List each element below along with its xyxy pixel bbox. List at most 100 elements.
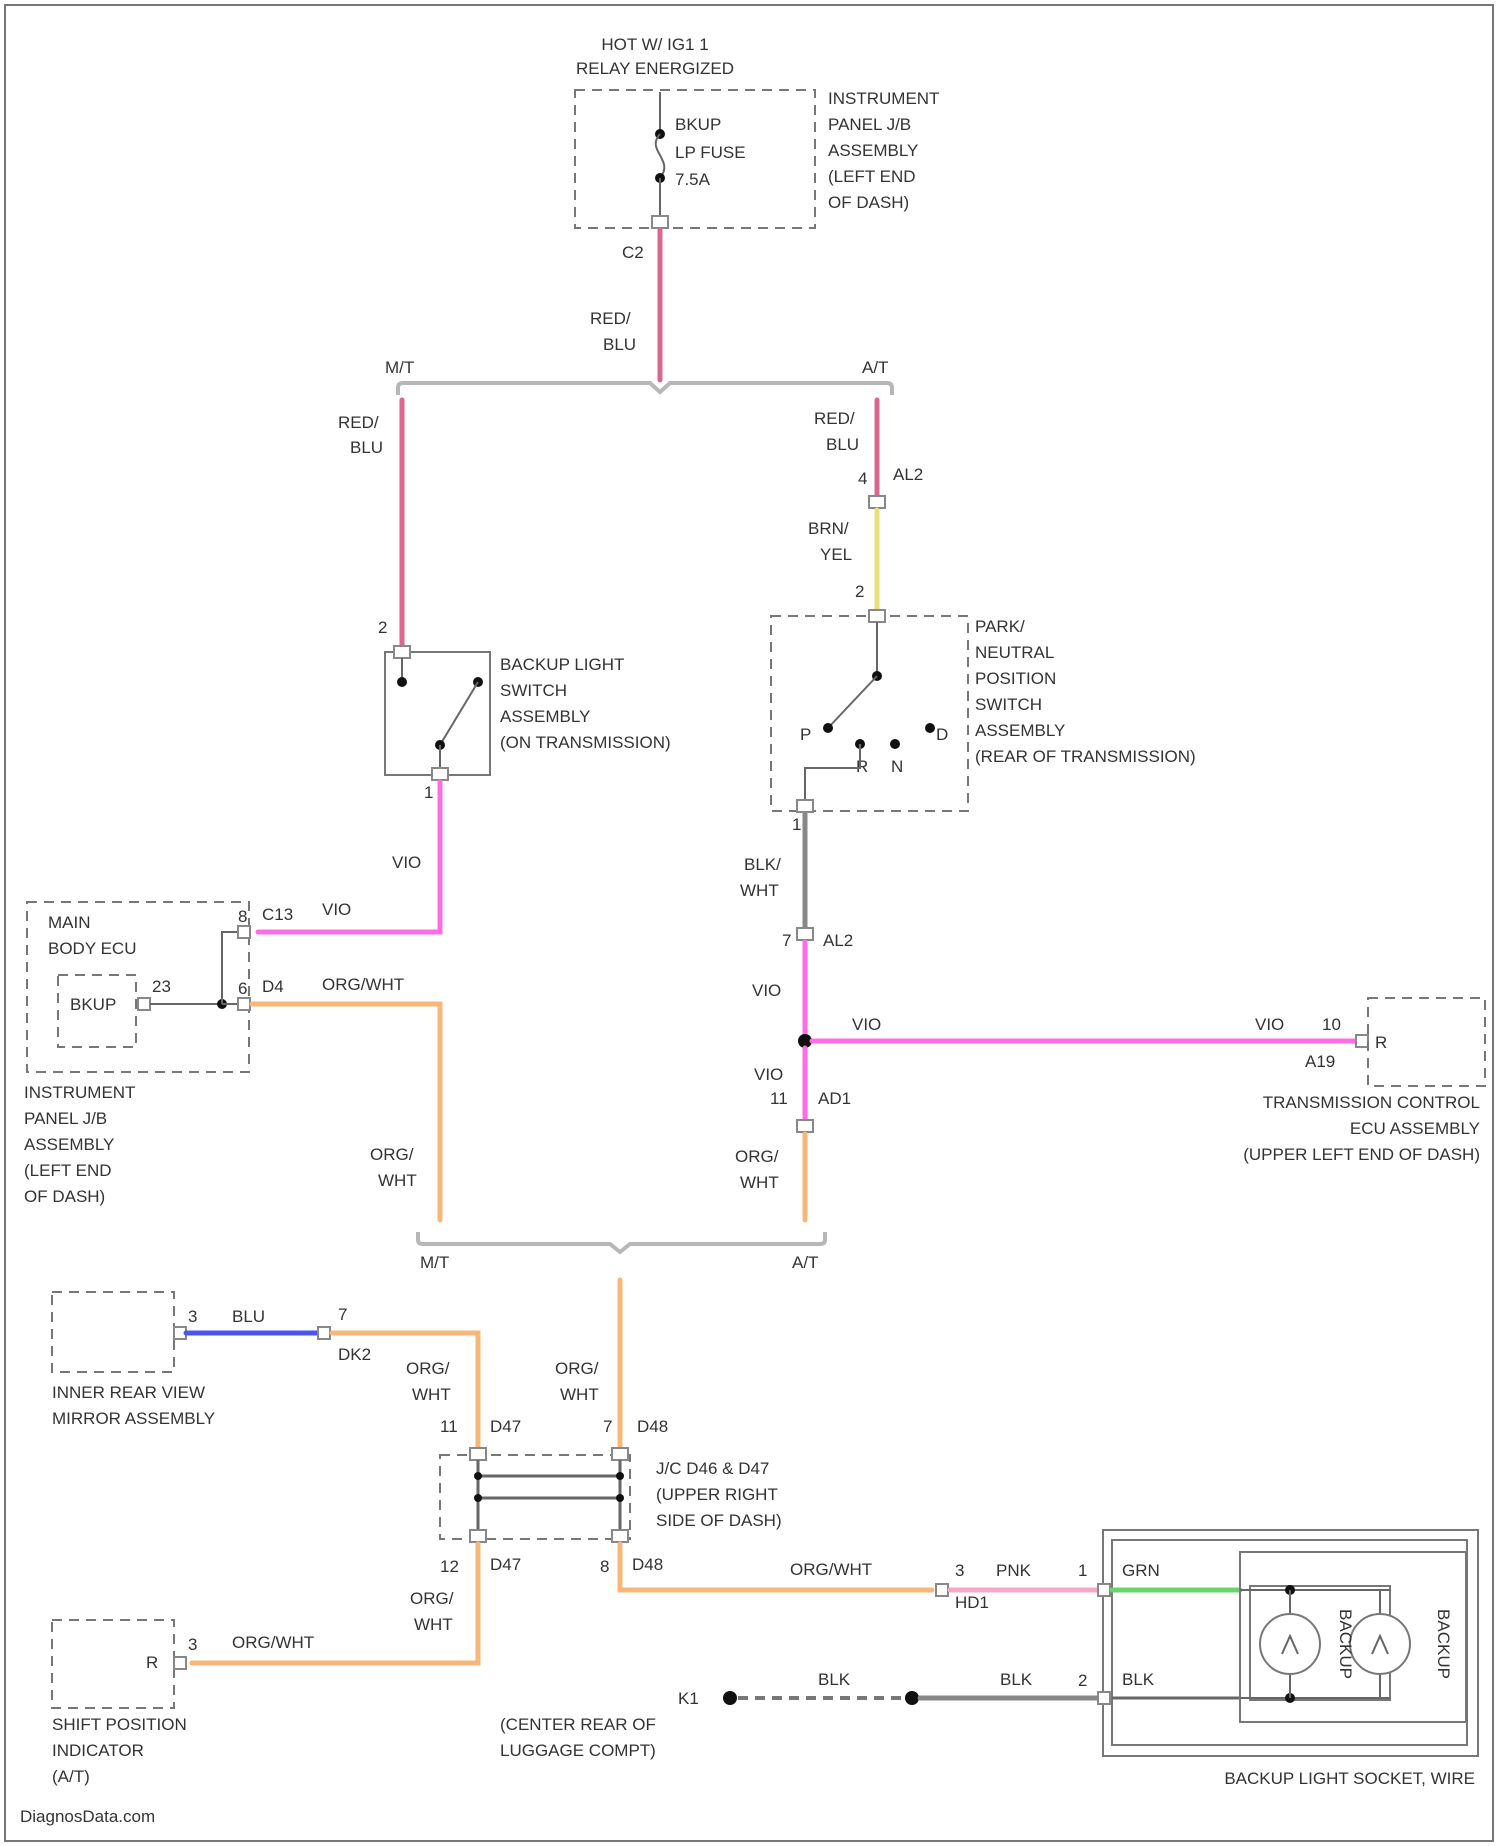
ad1-pin-number: 11 [770,1089,788,1108]
shift-label-line3: (A/T) [52,1767,90,1786]
wire-label-vio-c13: VIO [322,900,351,919]
jc-pin-d47-bottom [470,1530,486,1542]
top-jb-label-line1: INSTRUMENT [828,89,939,108]
jc-pin-d46-bottom [612,1530,628,1542]
d4-label-pin: 6 [238,979,247,998]
wire-label-wht: WHT [740,881,779,900]
backup-switch-contact-a [397,677,407,687]
backup-switch-label-line1: BACKUP LIGHT [500,655,624,674]
lamp1-label: BACKUP [1336,1609,1355,1679]
jc-node-2 [616,1472,624,1480]
pnp-contact-n [890,739,900,749]
wire-label-mt-blu: BLU [350,438,383,457]
tcu-label-line2: ECU ASSEMBLY [1350,1119,1480,1138]
c13-connector [238,926,250,938]
c2-connector-pin [652,216,668,228]
jc-label-line2: (UPPER RIGHT [656,1485,778,1504]
bkup-pin-23 [138,998,150,1010]
mirror-label-line2: MIRROR ASSEMBLY [52,1409,215,1428]
socket-label: BACKUP LIGHT SOCKET, WIRE [1224,1769,1475,1788]
bus-bottom-mt-label: M/T [420,1253,449,1272]
body-jb-label-line4: (LEFT END [24,1161,112,1180]
pnp-pos-d: D [936,725,948,744]
ground-label-line2: LUGGAGE COMPT) [500,1741,656,1760]
pnp-contact-p [823,723,833,733]
shift-label-line2: INDICATOR [52,1741,144,1760]
wire-label-org-common: ORG/ [555,1359,599,1378]
wire-label-org-shift: ORG/ [410,1589,454,1608]
bus-top-at-label: A/T [862,358,888,377]
wire-label-feed-red: RED/ [590,309,631,328]
tcu-pin-r: R [1375,1033,1387,1052]
tcu-connector-pin [1356,1035,1368,1047]
d47-top-pin: 11 [440,1417,458,1436]
hd1-connector [936,1584,948,1596]
jc-pin-d47-top [470,1448,486,1460]
wire-label-vio-mt: VIO [392,853,421,872]
dk2-label: DK2 [338,1345,371,1364]
pnp-label-line1: PARK/ [975,617,1025,636]
backup-switch-pin-out: 1 [424,783,433,802]
d46-bottom-pin: 8 [600,1557,609,1576]
fuse-label-line1: BKUP [675,115,721,134]
d4-connector [238,998,250,1010]
ground-point [723,1691,737,1705]
ad1-connector [797,1120,813,1132]
bkup-pin-23-number: 23 [152,977,171,996]
lamp2-bulb-icon [1350,1614,1410,1674]
power-header-line2: RELAY ENERGIZED [576,59,734,78]
dk2-connector [318,1327,330,1339]
wire-label-vio-at-upper: VIO [752,981,781,1000]
hd1-pin-number: 3 [955,1561,964,1580]
tcu-pin-number: 10 [1322,1015,1341,1034]
body-ecu-label-line1: MAIN [48,913,91,932]
d46-bottom-label: D48 [632,1555,663,1574]
top-jb-label-line4: (LEFT END [828,167,916,186]
wire-label-org-at: ORG/ [735,1147,779,1166]
mirror-pin-number: 3 [188,1307,197,1326]
body-jb-label-line5: OF DASH) [24,1187,105,1206]
pnp-pos-n: N [891,757,903,776]
socket-pin-1-marker [1098,1584,1110,1596]
d46-top-label: D48 [637,1417,668,1436]
pnp-label-line6: (REAR OF TRANSMISSION) [975,747,1196,766]
backup-switch-label-line2: SWITCH [500,681,567,700]
jc-node-3 [474,1494,482,1502]
wire-label-blk: BLK/ [744,855,781,874]
top-jb-label-line5: OF DASH) [828,193,909,212]
body-jb-label-line2: PANEL J/B [24,1109,107,1128]
ad1-connector-label: AD1 [818,1089,851,1108]
d4-label: D4 [262,977,284,996]
c13-label: C13 [262,905,293,924]
shift-pin [174,1657,186,1669]
pnp-pos-p: P [800,725,811,744]
ground-label-line1: (CENTER REAR OF [500,1715,656,1734]
tcu-connector-label: A19 [1305,1052,1335,1071]
diagram-frame [5,5,1493,1841]
ground-splice [905,1691,919,1705]
jc-label-line3: SIDE OF DASH) [656,1511,782,1530]
wire-label-wht-mirror: WHT [412,1385,451,1404]
backup-switch-pin-bottom [432,768,448,780]
wire-label-blu: BLU [232,1307,265,1326]
bus-bottom-at-label: A/T [792,1253,818,1272]
power-header-line1: HOT W/ IG1 1 [601,35,708,54]
pnp-switch-pin-out: 1 [792,815,801,834]
pnp-switch-pin-bottom [797,800,813,812]
backup-switch-pin-in: 2 [378,618,387,637]
wire-label-wht-common: WHT [560,1385,599,1404]
d46-top-pin: 7 [603,1417,612,1436]
wire-label-blk-solid: BLK [1000,1670,1033,1689]
wire-label-pnk: PNK [996,1561,1032,1580]
bus-top-mt-label: M/T [385,358,414,377]
wire-label-at-blu: BLU [826,435,859,454]
hd1-label: HD1 [955,1593,989,1612]
wire-label-org-wht-output: ORG/WHT [790,1560,872,1579]
wire-label-blk-socket: BLK [1122,1670,1155,1689]
shift-label-line1: SHIFT POSITION [52,1715,187,1734]
c2-connector-label: C2 [622,243,644,262]
wire-label-feed-blu: BLU [603,335,636,354]
wire-label-vio-tcu-right: VIO [1255,1015,1284,1034]
socket-pin-1: 1 [1078,1561,1087,1580]
dk2-pin-number: 7 [338,1305,347,1324]
